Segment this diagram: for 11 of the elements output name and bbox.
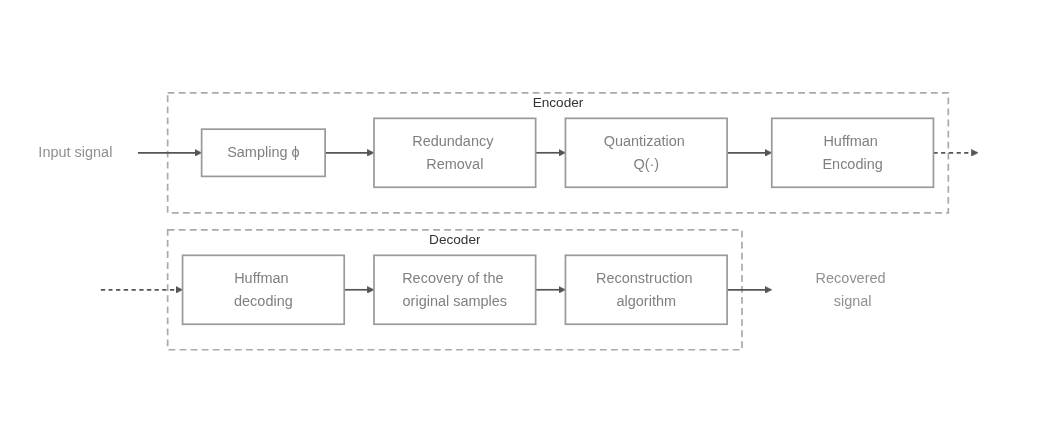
node-box: Reconstruction algorithm xyxy=(564,254,728,325)
node-box: Huffman Encoding xyxy=(770,117,935,188)
arrow xyxy=(100,285,183,294)
node-box: Quantization Q(·) xyxy=(564,117,728,188)
node-box: Recovery of the original samples xyxy=(373,254,537,325)
node-text: Input signal xyxy=(38,144,113,161)
node-box: Redundancy Removal xyxy=(373,117,537,188)
arrow xyxy=(137,148,202,157)
node-box: Huffman decoding xyxy=(181,254,346,325)
node-text: Recovered signal xyxy=(815,270,886,309)
node-box: Sampling ϕ xyxy=(200,128,326,177)
